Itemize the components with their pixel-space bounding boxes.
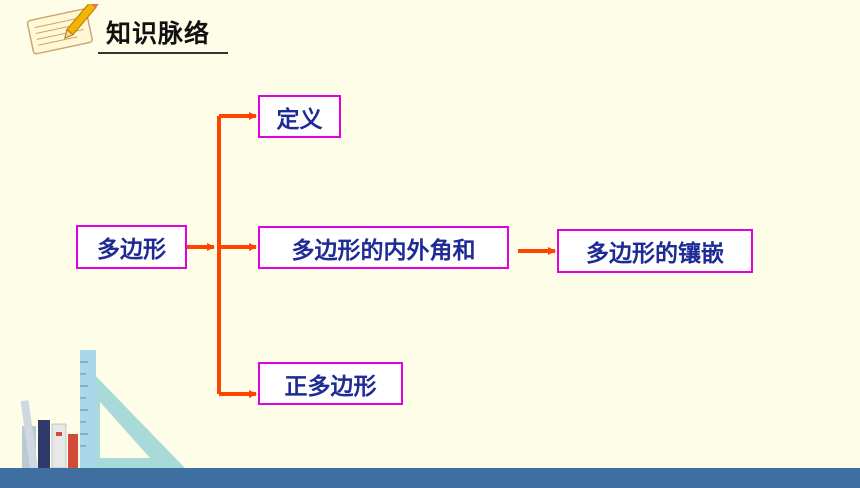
notepad-pencil-icon <box>26 4 99 55</box>
node-polygon: 多边形 <box>76 225 187 269</box>
node-interior-exterior-angle-sum: 多边形的内外角和 <box>258 226 509 269</box>
footer-bar <box>0 468 860 488</box>
node-polygon-tessellation: 多边形的镶嵌 <box>557 229 753 273</box>
header-title: 知识脉络 <box>106 19 211 48</box>
node-definition: 定义 <box>258 95 341 138</box>
header-underline <box>98 52 228 54</box>
node-regular-polygon: 正多边形 <box>258 362 403 405</box>
books-and-ruler-icon <box>20 350 185 468</box>
